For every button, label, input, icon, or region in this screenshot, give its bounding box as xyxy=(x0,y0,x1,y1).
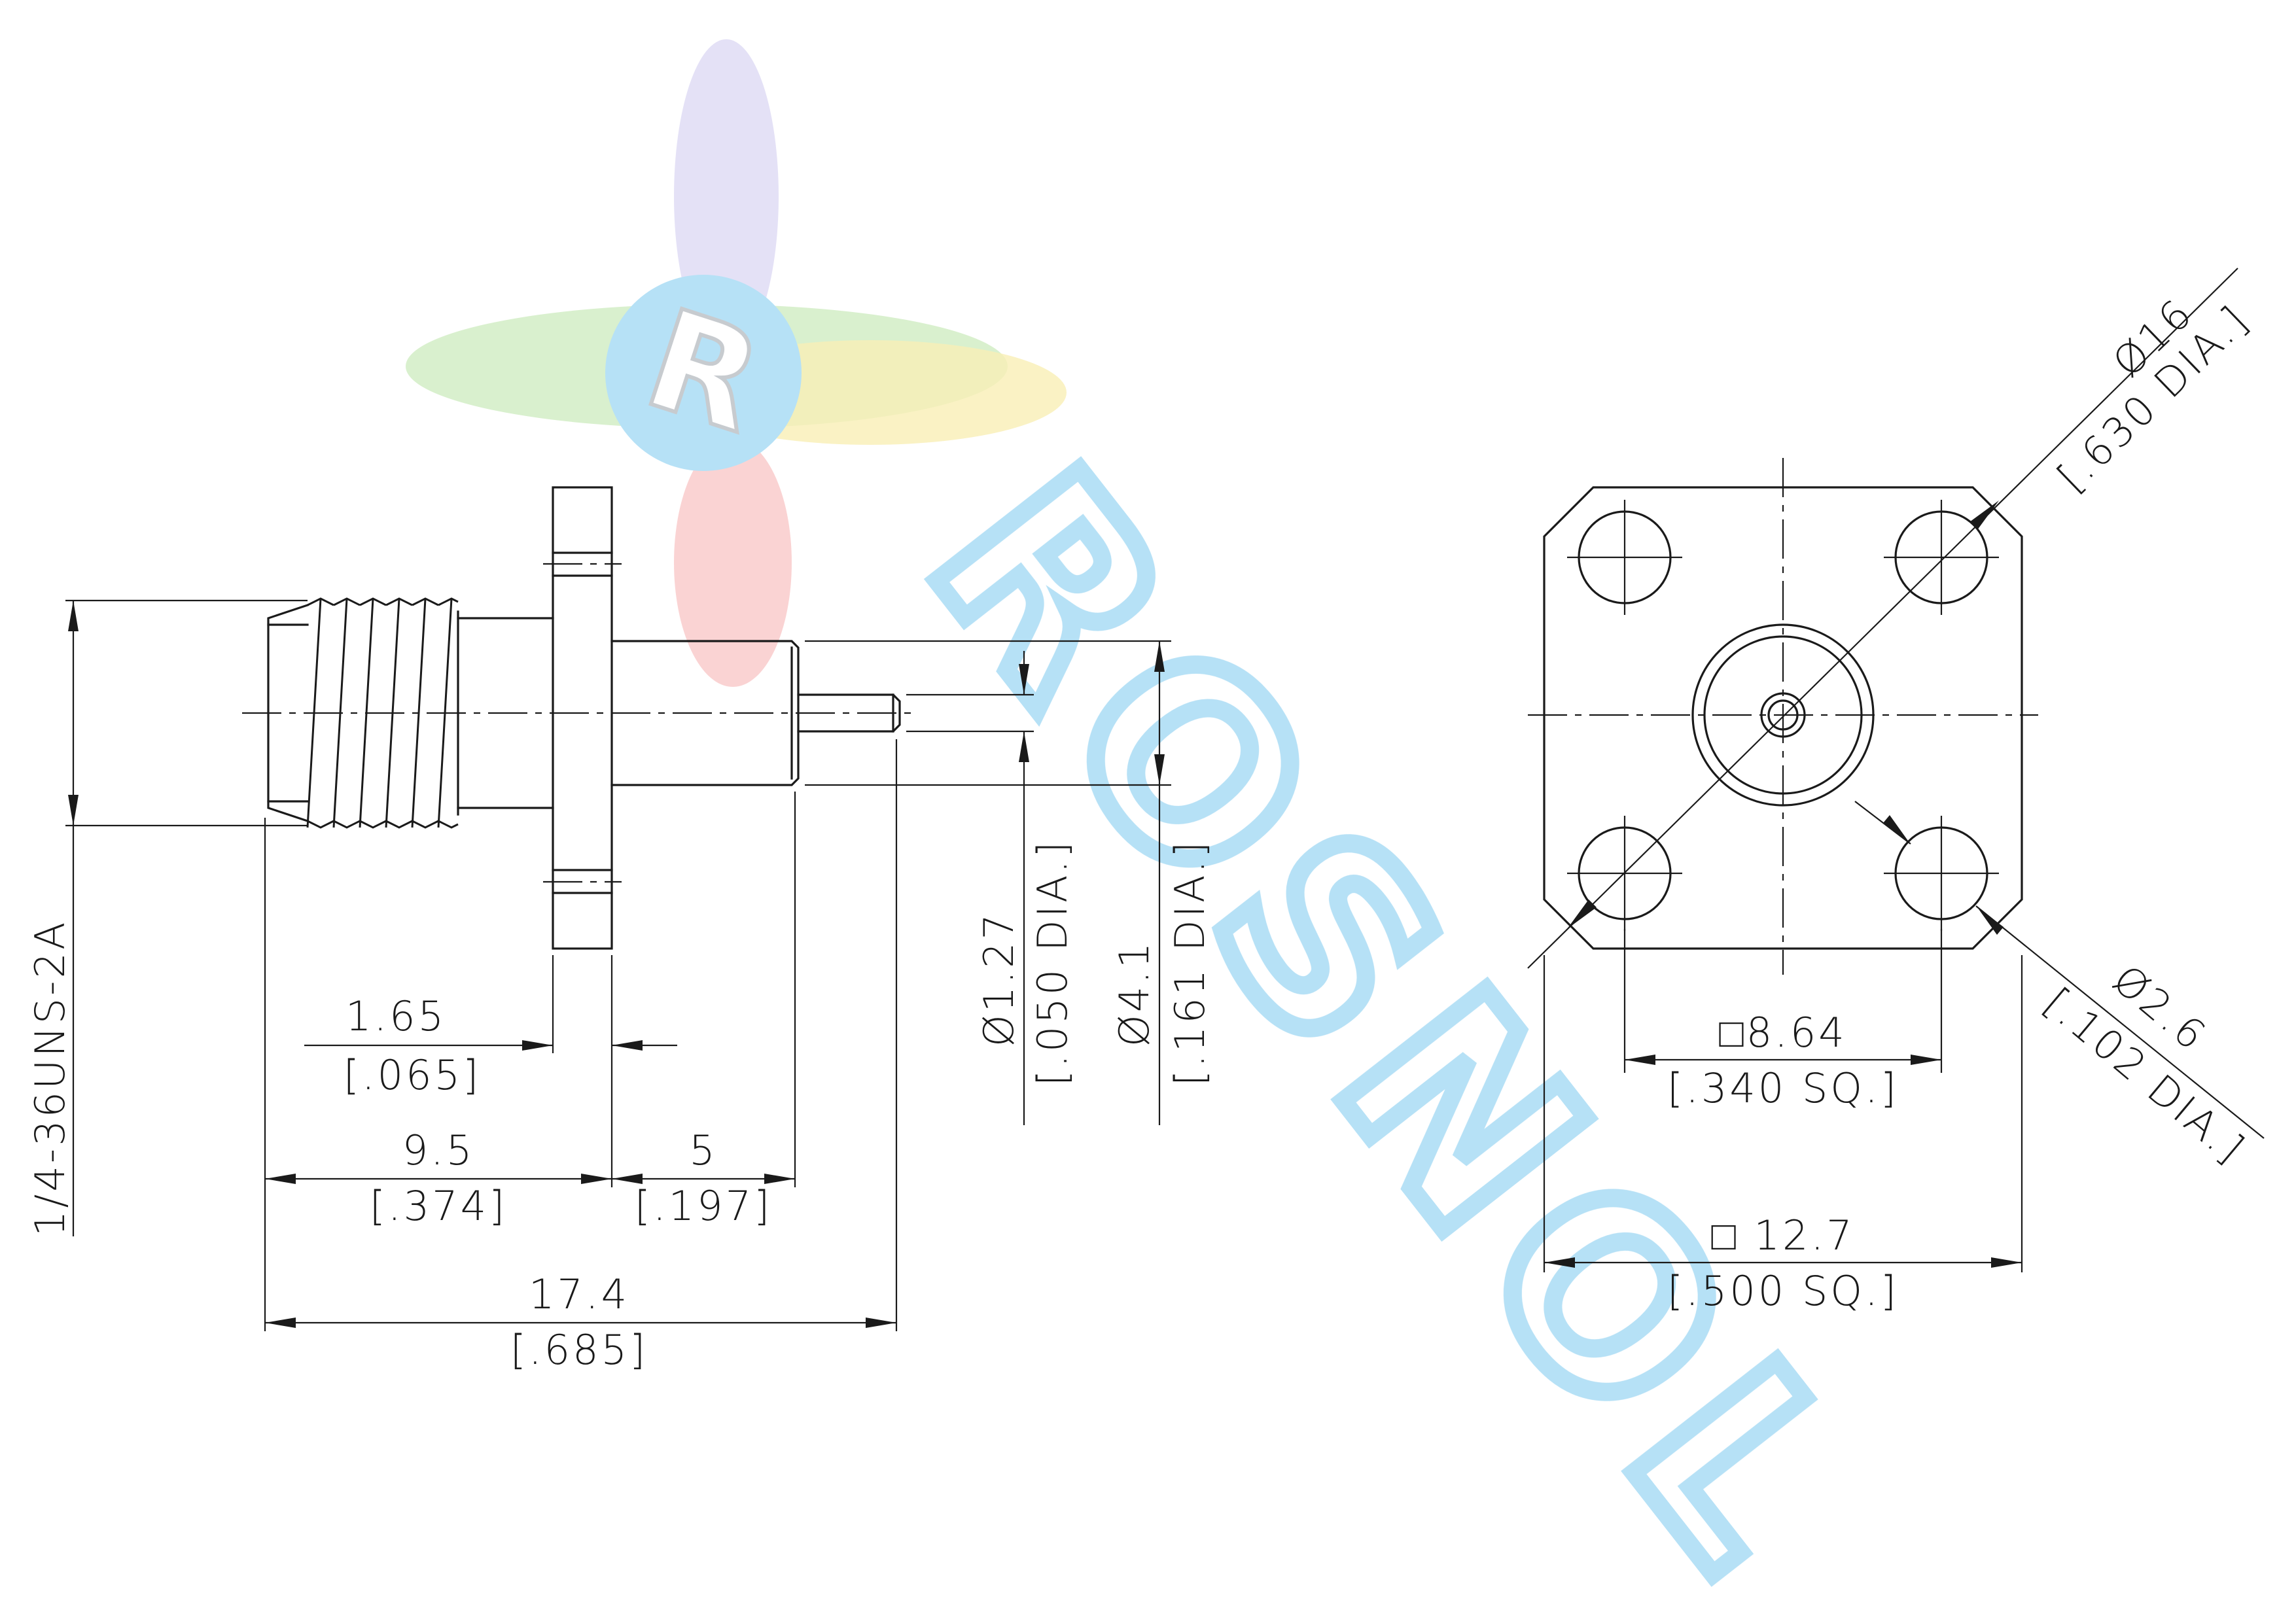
arrow-bolt-circle-bottom xyxy=(1567,899,1597,929)
label-pin-dia-inch: [.050 DIA.] xyxy=(1029,839,1076,1086)
label-95-mm: 9.5 xyxy=(402,1126,475,1174)
watermark: R ROSNOL xyxy=(406,39,1924,1623)
arrow-thread-bottom xyxy=(68,795,79,826)
label-174-mm: 17.4 xyxy=(529,1270,629,1318)
side-view: 1/4-36UNS-2A 1.65 [.065] 9.5 [.374] xyxy=(26,486,1214,1374)
label-165-mm: 1.65 xyxy=(345,992,446,1040)
arrow-flange-size-left xyxy=(1544,1257,1575,1268)
dim-flange-size: □ 12.7 [.500 SQ.] xyxy=(1543,955,2023,1315)
arrow-165-right xyxy=(612,1040,643,1051)
arrow-hole-lower xyxy=(1977,907,2004,935)
dimline-hole-lower xyxy=(1975,905,2265,1139)
label-flange-size-mm: □ 12.7 xyxy=(1711,1212,1854,1259)
arrow-bolt-circle-top xyxy=(1969,500,1999,530)
arrow-165-left xyxy=(522,1040,553,1051)
dielectric-sleeve xyxy=(610,640,800,786)
thread-crests-bottom xyxy=(307,820,459,829)
pin-outline xyxy=(797,693,901,733)
pin-ring-inner xyxy=(1767,699,1799,731)
flange-side xyxy=(543,486,622,950)
arrow-pin-bottom xyxy=(1019,731,1029,762)
arrow-5-right xyxy=(764,1174,795,1184)
watermark-swoosh-red xyxy=(674,438,792,687)
arrow-174-right xyxy=(866,1318,896,1328)
label-sleeve-dia-mm: Ø4.1 xyxy=(1110,940,1158,1047)
label-5-inch: [.197] xyxy=(635,1182,772,1230)
label-174-inch: [.685] xyxy=(510,1326,648,1374)
flange-outline xyxy=(552,486,613,950)
arrow-hole-spacing-right xyxy=(1911,1055,1941,1065)
inner-body-ring xyxy=(1703,635,1863,795)
dimline-hole-upper xyxy=(1854,801,1911,845)
label-165-inch: [.065] xyxy=(344,1051,481,1099)
arrow-sleeve-bottom xyxy=(1154,754,1165,785)
watermark-logo-circle xyxy=(605,275,802,471)
arrow-pin-top xyxy=(1019,664,1029,695)
dim-flange-thickness: 1.65 [.065] xyxy=(304,992,677,1099)
label-hole-spacing-mm: □8.64 xyxy=(1719,1009,1847,1056)
arrow-sleeve-top xyxy=(1154,641,1165,672)
dim-total-length: 17.4 [.685] xyxy=(265,1270,896,1374)
pin-ring-outer xyxy=(1760,692,1806,738)
dim-pin-dia: Ø1.27 [.050 DIA.] xyxy=(906,651,1076,1125)
label-sleeve-dia-inch: [.161 DIA.] xyxy=(1166,839,1214,1086)
dim-body-length: 9.5 [.374] xyxy=(265,1126,612,1230)
arrow-95-left xyxy=(265,1174,296,1184)
dim-hole-dia: Ø2.6 [.102 DIA.] xyxy=(1854,801,2265,1174)
arrow-hole-spacing-left xyxy=(1625,1055,1655,1065)
label-thread-spec: 1/4-36UNS-2A xyxy=(26,920,74,1236)
barrel-nose xyxy=(267,603,309,823)
center-connector-front xyxy=(1691,623,1875,807)
flange-front-outline xyxy=(1543,486,2023,950)
arrow-5-left xyxy=(612,1174,643,1184)
arrow-174-left xyxy=(265,1318,296,1328)
dim-thread-spec: 1/4-36UNS-2A xyxy=(26,599,308,1236)
watermark-swoosh-violet xyxy=(674,39,779,353)
label-95-inch: [.374] xyxy=(370,1182,507,1230)
label-pin-dia-mm: Ø1.27 xyxy=(975,911,1023,1047)
dimline-bolt-circle xyxy=(1527,268,2238,969)
sleeve-outline xyxy=(610,640,800,786)
arrow-95-right xyxy=(581,1174,612,1184)
dim-dielectric-dia: Ø4.1 [.161 DIA.] xyxy=(805,640,1214,1125)
label-flange-size-inch: [.500 SQ.] xyxy=(1667,1267,1899,1315)
thread-lines xyxy=(306,598,453,828)
center-pin xyxy=(797,693,901,733)
label-5-mm: 5 xyxy=(689,1126,717,1174)
thread-crests-top xyxy=(307,597,459,606)
dim-hole-spacing: □8.64 [.340 SQ.] xyxy=(1623,929,1943,1112)
label-hole-spacing-inch: [.340 SQ.] xyxy=(1667,1064,1899,1112)
dim-bolt-circle: Ø16 [.630 DIA.] xyxy=(1527,268,2259,969)
dim-pin-offset: 5 [.197] xyxy=(612,1126,795,1230)
arrow-thread-top xyxy=(68,601,79,631)
outer-body-ring xyxy=(1691,623,1875,807)
arrow-flange-size-right xyxy=(1991,1257,2022,1268)
arrow-hole-upper xyxy=(1883,815,1909,843)
threaded-barrel xyxy=(267,597,554,829)
